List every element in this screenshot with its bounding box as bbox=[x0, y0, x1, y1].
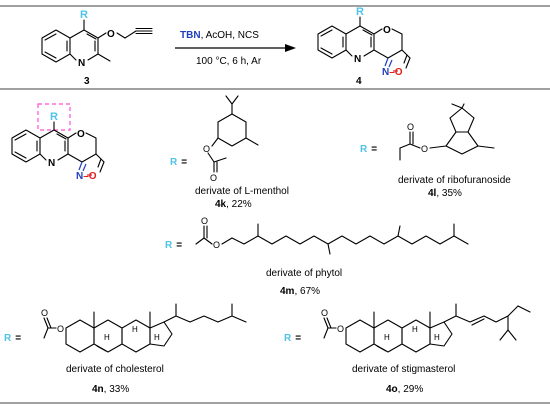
reagents-label: TBN, AcOH, NCS bbox=[180, 30, 259, 41]
stigmasterol-h3: H bbox=[434, 333, 440, 342]
cholesterol-h3: H bbox=[154, 333, 160, 342]
scope-core-o-atom: O bbox=[77, 129, 85, 140]
cholesterol-h1: H bbox=[104, 333, 110, 342]
reactant-3-structure bbox=[41, 19, 153, 63]
menthol-r-label: R= bbox=[170, 157, 187, 168]
scope-core-r-label: R bbox=[50, 111, 58, 123]
stigmasterol-h1: H bbox=[384, 333, 390, 342]
cholesterol-compound: 4n, 33% bbox=[92, 384, 129, 395]
cholesterol-caption: derivate of cholesterol bbox=[66, 364, 164, 375]
stigmasterol-compound: 4o, 29% bbox=[386, 384, 423, 395]
menthol-structure bbox=[207, 95, 259, 173]
product-4-r-label: R bbox=[356, 6, 364, 18]
cholesterol-r-label: R= bbox=[4, 333, 21, 344]
menthol-caption: derivate of L-menthol bbox=[195, 186, 289, 197]
product-4-n-atom: N bbox=[354, 54, 361, 65]
phytol-structure bbox=[195, 223, 469, 255]
ribofuranoside-structure bbox=[399, 103, 495, 161]
stigmasterol-o-ether: O bbox=[337, 324, 344, 334]
cholesterol-h2: H bbox=[132, 325, 138, 334]
phytol-o-carbonyl: O bbox=[201, 216, 208, 226]
reaction-arrowhead bbox=[285, 44, 296, 52]
stigmasterol-o-carbonyl: O bbox=[321, 308, 328, 318]
scope-core-n-atom: N bbox=[48, 158, 55, 169]
stigmasterol-h2: H bbox=[412, 325, 418, 334]
product-4-structure bbox=[317, 16, 411, 72]
scope-core-isoxazole: N–O bbox=[76, 171, 97, 182]
stigmasterol-r-label: R= bbox=[284, 333, 301, 344]
reactant-3-number: 3 bbox=[84, 76, 90, 87]
phytol-caption: derivate of phytol bbox=[266, 268, 342, 279]
product-4-isoxazole: N–O bbox=[382, 67, 403, 78]
product-4-number: 4 bbox=[356, 76, 362, 87]
ribo-compound: 4l, 35% bbox=[428, 188, 462, 199]
menthol-compound: 4k, 22% bbox=[215, 199, 252, 210]
menthol-o-carbonyl: O bbox=[210, 173, 217, 183]
reactant-3-n-atom: N bbox=[78, 58, 85, 69]
conditions-label: 100 °C, 6 h, Ar bbox=[196, 56, 262, 67]
ribo-o-carbonyl: O bbox=[407, 122, 414, 132]
reactant-3-o-atom: O bbox=[107, 29, 115, 40]
stigmasterol-structure bbox=[323, 303, 531, 353]
ribo-o-ether: O bbox=[421, 144, 428, 154]
ribo-caption: derivate of ribofuranoside bbox=[398, 175, 511, 186]
cholesterol-o-ether: O bbox=[57, 324, 64, 334]
cholesterol-o-carbonyl: O bbox=[41, 308, 48, 318]
cholesterol-structure bbox=[43, 303, 247, 353]
reactant-3-r-label: R bbox=[80, 9, 88, 21]
stigmasterol-caption: derivate of stigmasterol bbox=[352, 364, 455, 375]
phytol-o-ether: O bbox=[213, 240, 220, 250]
menthol-o-ester: O bbox=[203, 144, 210, 154]
ribo-r-label: R= bbox=[360, 144, 377, 155]
product-4-o-atom: O bbox=[383, 25, 391, 36]
phytol-r-label: R= bbox=[165, 240, 182, 251]
scope-core-structure bbox=[11, 121, 105, 176]
phytol-compound: 4m, 67% bbox=[280, 286, 320, 297]
